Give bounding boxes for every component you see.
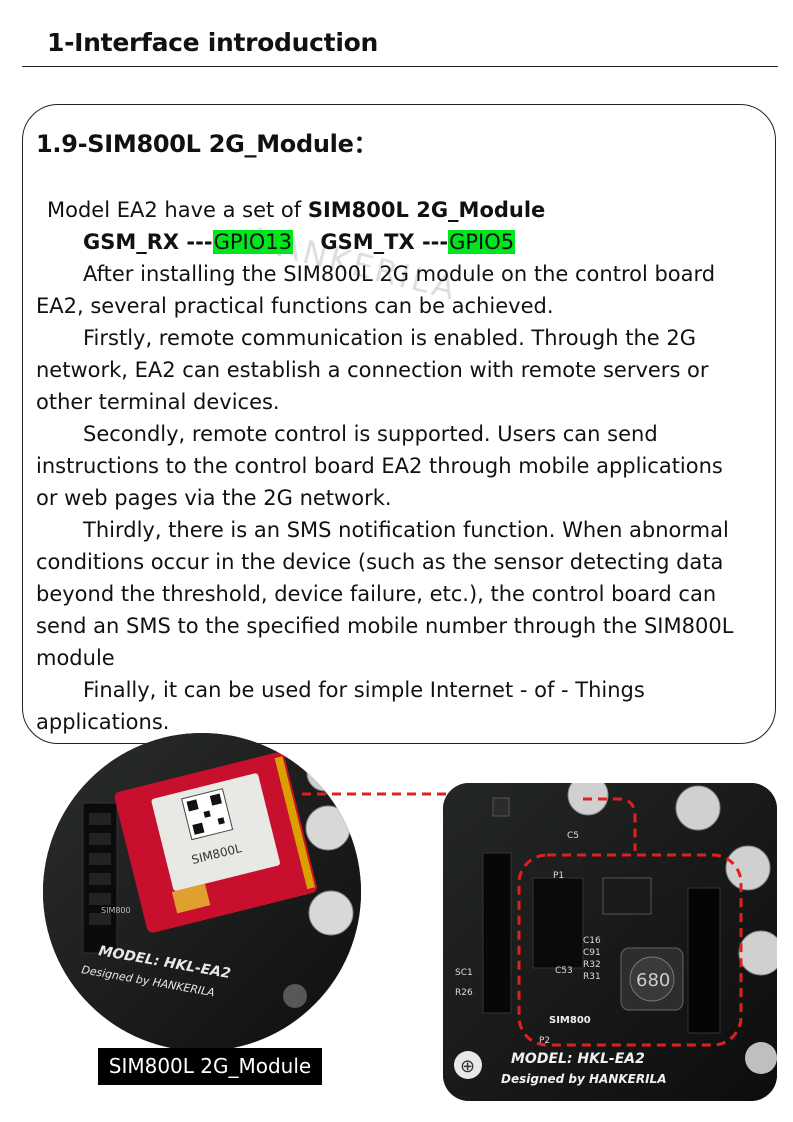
- photo-caption: SIM800L 2G_Module: [108, 1054, 312, 1078]
- board-photo-illustration: 680 C5 P1 C16 C91 R32 R31 C53 R26 SC1 P2…: [443, 783, 777, 1101]
- body-line: send an SMS to the specified mobile numb…: [36, 614, 734, 638]
- pin-line: GSM_RX ---GPIO13 GSM_TX ---GPIO5: [83, 230, 516, 254]
- board-model-label: MODEL: HKL-EA2: [511, 1051, 645, 1067]
- body-line: instructions to the control board EA2 th…: [36, 454, 723, 478]
- body-line: or web pages via the 2G network.: [36, 486, 392, 510]
- module-photo: SIM800L MODEL: HKL-EA2 Designed by HANKE…: [43, 733, 361, 1051]
- body-line: Finally, it can be used for simple Inter…: [83, 678, 645, 702]
- body-line: network, EA2 can establish a connection …: [36, 358, 709, 382]
- body-line: Thirdly, there is an SMS notification fu…: [83, 518, 729, 542]
- body-line: Secondly, remote control is supported. U…: [83, 422, 658, 446]
- silk-label: R32: [583, 960, 601, 970]
- body-line: EA2, several practical functions can be …: [36, 294, 554, 318]
- body-line: conditions occur in the device (such as …: [36, 550, 724, 574]
- silk-label: C91: [583, 948, 601, 958]
- pin-row-label: SIM800: [101, 906, 131, 915]
- intro-line: Model EA2 have a set of SIM800L 2G_Modul…: [47, 198, 545, 222]
- content-card: [22, 104, 776, 744]
- silk-label: P2: [539, 1036, 550, 1046]
- body-line: After installing the SIM800L 2G module o…: [83, 262, 716, 286]
- body-line: other terminal devices.: [36, 390, 280, 414]
- board-designer-label: Designed by HANKERILA: [501, 1072, 667, 1086]
- caption-background: [98, 1048, 322, 1085]
- intro-prefix: Model EA2 have a set of: [47, 198, 308, 222]
- module-photo-illustration: SIM800L MODEL: HKL-EA2 Designed by HANKE…: [43, 733, 361, 1051]
- silk-label: C16: [583, 936, 601, 946]
- rx-gpio: GPIO13: [212, 230, 293, 254]
- pin-header-icon: [82, 802, 118, 954]
- connector-arrow: [302, 792, 620, 796]
- inductor-label: 680: [636, 970, 670, 991]
- intro-module-name: SIM800L 2G_Module: [307, 198, 546, 222]
- silk-label: R31: [583, 972, 601, 982]
- tx-label: GSM_TX ---: [320, 230, 449, 254]
- silk-label: R26: [455, 988, 473, 998]
- silk-label: P1: [553, 871, 564, 881]
- rx-label: GSM_RX ---: [83, 230, 213, 254]
- card-title: 1.9-SIM800L 2G_Module：: [36, 130, 378, 158]
- tx-gpio: GPIO5: [448, 230, 516, 254]
- body-line: module: [36, 646, 115, 670]
- mount-hole-icon: ⊕: [460, 1056, 475, 1077]
- sim800-slot-label: SIM800: [549, 1015, 591, 1026]
- section-title: 1-Interface introduction: [47, 28, 378, 57]
- silk-label: C53: [555, 966, 573, 976]
- silk-label: SC1: [455, 968, 473, 978]
- body-line: Firstly, remote communication is enabled…: [83, 326, 696, 350]
- body-line: beyond the threshold, device failure, et…: [36, 582, 717, 606]
- body-line: applications.: [36, 710, 170, 734]
- board-photo: 680 C5 P1 C16 C91 R32 R31 C53 R26 SC1 P2…: [443, 783, 777, 1101]
- silk-label: C5: [567, 831, 579, 841]
- title-rule: [22, 66, 778, 67]
